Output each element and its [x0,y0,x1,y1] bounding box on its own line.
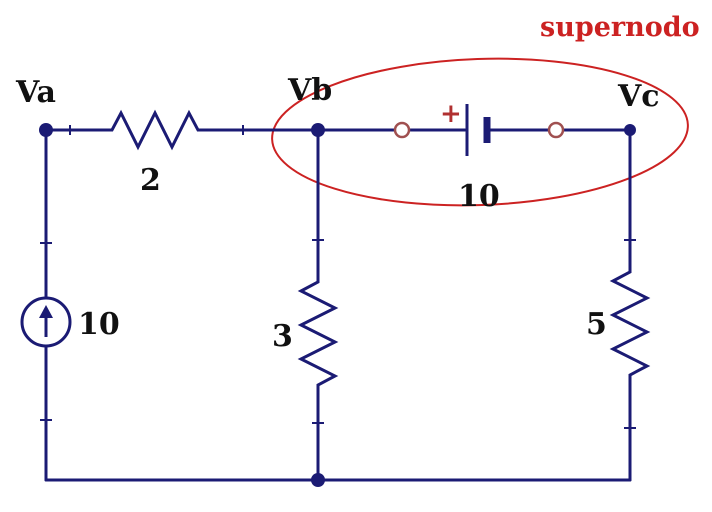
supernode-ellipse [271,57,689,207]
supernode-annotation: supernodo [540,12,700,43]
terminal-circle-left [393,121,411,139]
node-label-vc: Vc [617,79,660,114]
node-dot-va [39,123,53,137]
resistor-2-symbol [100,109,210,151]
voltage-source-value: 10 [458,179,500,214]
resistor-2-value: 2 [140,163,161,198]
battery-plus-sign: + [440,99,462,129]
node-dot-vc [624,124,636,136]
current-arrow-head [39,305,53,318]
resistor-5-symbol [609,260,651,387]
node-label-va: Va [15,75,56,110]
current-source-value: 10 [78,307,120,342]
resistor-5-value: 5 [586,307,607,342]
node-label-vb: Vb [287,73,332,108]
resistor-3-symbol [297,270,339,397]
node-dot-vb [311,123,325,137]
resistor-3-value: 3 [272,319,293,354]
terminal-circle-right [547,121,565,139]
node-dot-ground-junction [311,473,325,487]
